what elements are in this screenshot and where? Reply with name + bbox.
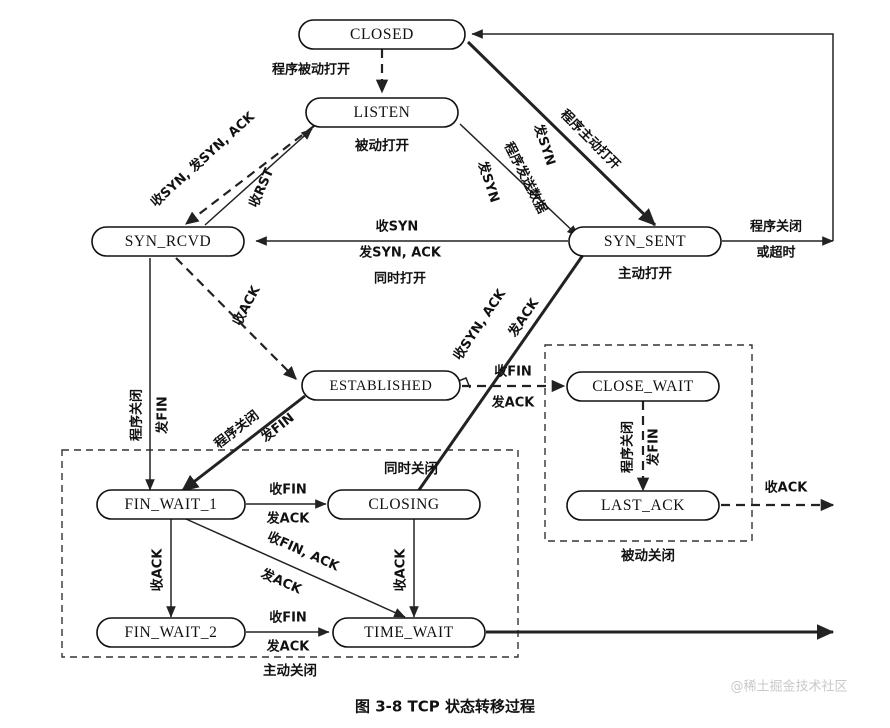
edge-label-fin-wait-1-to-time-wait-b: 发ACK bbox=[258, 565, 305, 598]
edge-label-fin-wait-1-to-closing-b: 发ACK bbox=[266, 511, 311, 527]
edge-label-syn-rcvd-to-established: 收ACK bbox=[229, 282, 264, 328]
edge-label-closed-to-listen: 程序被动打开 bbox=[272, 62, 350, 78]
edge-syn-sent-to-established bbox=[410, 254, 585, 501]
edge-label-syn-sent-to-closed-a: 程序关闭 bbox=[750, 219, 802, 235]
edge-label-syn-rcvd-to-listen: 收RST bbox=[246, 166, 277, 210]
edge-fin-wait-1-to-time-wait bbox=[185, 518, 406, 618]
edge-closed-to-syn-sent bbox=[466, 40, 657, 227]
label-simultaneous-close: 同时关闭 bbox=[384, 460, 438, 477]
edge-label-simultaneous-open: 同时打开 bbox=[374, 271, 426, 287]
state-label-close-wait: CLOSE_WAIT bbox=[592, 378, 694, 395]
edge-label-fin-wait-1-to-closing-a: 收FIN bbox=[269, 482, 307, 498]
state-label-fin-wait-1: FIN_WAIT_1 bbox=[125, 496, 218, 513]
state-label-time-wait: TIME_WAIT bbox=[364, 624, 454, 641]
state-box-listen bbox=[305, 97, 459, 128]
edge-label-last-ack-to-closed: 收ACK bbox=[765, 480, 809, 496]
state-node-time-wait[interactable]: TIME_WAIT bbox=[332, 617, 486, 648]
group-label-active-close: 主动关闭 bbox=[263, 662, 317, 679]
edge-label-listen-to-syn-rcvd: 收SYN, 发SYN, ACK bbox=[148, 108, 259, 210]
state-box-closing bbox=[327, 489, 481, 520]
state-sublabel-syn-sent: 主动打开 bbox=[618, 265, 672, 282]
state-node-syn-sent[interactable]: SYN_SENT bbox=[568, 226, 722, 257]
edge-label-syn-sent-to-established-recv: 收SYN, ACK bbox=[450, 286, 510, 364]
edge-label-close-wait-to-last-ack-a: 程序关闭 bbox=[620, 421, 636, 473]
edge-listen-to-syn-rcvd bbox=[184, 125, 315, 225]
state-box-syn-rcvd bbox=[91, 226, 245, 257]
edge-label-syn-rcvd-to-fin-wait-1-b: 发FIN bbox=[155, 396, 171, 435]
edge-label-fin-wait-2-to-time-wait-a: 收FIN bbox=[269, 610, 307, 626]
state-node-fin-wait-2[interactable]: FIN_WAIT_2 bbox=[96, 617, 246, 648]
state-box-fin-wait-2 bbox=[96, 617, 246, 648]
state-label-listen: LISTEN bbox=[354, 104, 411, 121]
state-box-last-ack bbox=[566, 490, 720, 521]
edge-label-established-to-fin-wait-1-a: 程序关闭 bbox=[211, 407, 262, 452]
state-label-established: ESTABLISHED bbox=[330, 378, 433, 394]
edge-label-fin-wait-1-to-time-wait-a: 收FIN, ACK bbox=[265, 529, 342, 575]
figure-caption: 图 3-8 TCP 状态转移过程 bbox=[355, 698, 535, 716]
state-label-closed: CLOSED bbox=[350, 26, 414, 43]
state-node-syn-rcvd[interactable]: SYN_RCVD bbox=[91, 226, 245, 257]
state-node-listen[interactable]: LISTEN bbox=[305, 97, 459, 128]
state-box-fin-wait-1 bbox=[96, 489, 246, 520]
edge-rail-to-closed bbox=[471, 29, 834, 241]
edge-label-syn-sent-to-closed-b: 或超时 bbox=[756, 245, 795, 261]
edge-label-fin-wait-2-to-time-wait-b: 发ACK bbox=[266, 639, 311, 655]
edge-label-listen-to-syn-sent-send: 发SYN bbox=[474, 158, 503, 204]
edge-established-to-fin-wait-1 bbox=[181, 394, 306, 493]
state-box-closed bbox=[298, 19, 466, 50]
state-box-syn-sent bbox=[568, 226, 722, 257]
edge-listen-to-syn-sent bbox=[459, 123, 579, 237]
group-box-active-close bbox=[61, 449, 519, 658]
edge-syn-rcvd-to-established bbox=[175, 257, 297, 380]
edge-label-syn-sent-to-syn-rcvd-send: 发SYN, ACK bbox=[358, 245, 442, 261]
watermark: @稀土掘金技术社区 bbox=[730, 679, 847, 695]
edge-label-syn-sent-to-syn-rcvd-recv: 收SYN bbox=[376, 219, 419, 235]
state-label-syn-sent: SYN_SENT bbox=[604, 233, 686, 250]
state-node-closed[interactable]: CLOSED bbox=[298, 19, 466, 50]
edge-label-syn-rcvd-to-fin-wait-1-a: 程序关闭 bbox=[129, 389, 145, 441]
state-box-established bbox=[301, 370, 461, 401]
edge-syn-rcvd-to-listen bbox=[204, 128, 313, 226]
state-sublabel-listen: 被动打开 bbox=[355, 137, 409, 154]
edge-label-syn-sent-to-established-send: 发ACK bbox=[504, 295, 542, 341]
edge-label-fin-wait-1-to-fin-wait-2: 收ACK bbox=[150, 548, 166, 592]
edge-label-closing-to-time-wait: 收ACK bbox=[393, 548, 409, 592]
edge-label-established-to-close-wait-b: 发ACK bbox=[491, 395, 536, 411]
state-label-fin-wait-2: FIN_WAIT_2 bbox=[125, 624, 218, 641]
state-label-last-ack: LAST_ACK bbox=[601, 497, 685, 514]
state-node-last-ack[interactable]: LAST_ACK bbox=[566, 490, 720, 521]
edge-label-close-wait-to-last-ack-b: 发FIN bbox=[646, 428, 662, 467]
state-node-closing[interactable]: CLOSING bbox=[327, 489, 481, 520]
state-label-syn-rcvd: SYN_RCVD bbox=[125, 233, 212, 250]
state-label-closing: CLOSING bbox=[368, 496, 439, 513]
state-box-time-wait bbox=[332, 617, 486, 648]
state-node-fin-wait-1[interactable]: FIN_WAIT_1 bbox=[96, 489, 246, 520]
state-node-close-wait[interactable]: CLOSE_WAIT bbox=[566, 371, 720, 402]
state-node-established[interactable]: ESTABLISHED bbox=[301, 370, 461, 401]
group-box-passive-close bbox=[544, 344, 753, 542]
edge-label-established-to-close-wait-a: 收FIN bbox=[494, 364, 532, 380]
state-box-close-wait bbox=[566, 371, 720, 402]
group-label-passive-close: 被动关闭 bbox=[621, 547, 675, 564]
